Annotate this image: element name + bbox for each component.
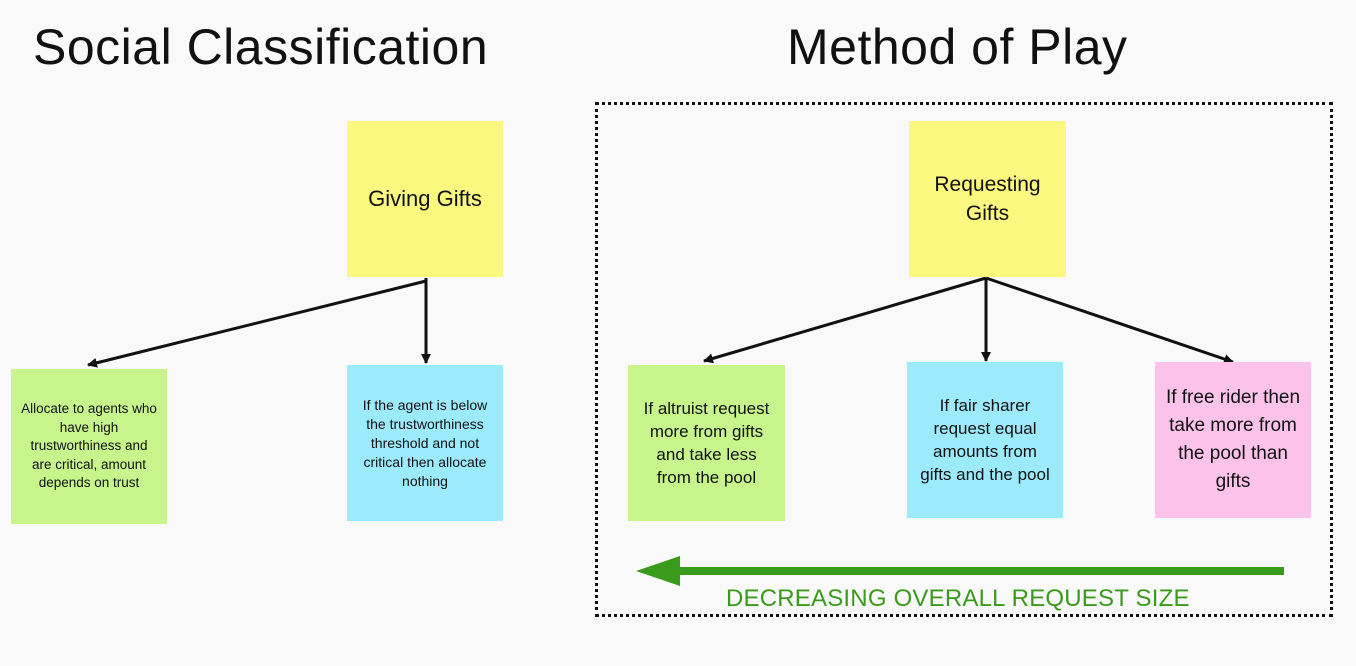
trend-caption: DECREASING OVERALL REQUEST SIZE <box>726 585 1190 612</box>
method-of-play-frame <box>595 102 1333 617</box>
allocate-nothing-note: If the agent is below the trustworthines… <box>347 365 503 521</box>
altruist-note: If altruist request more from gifts and … <box>628 365 785 521</box>
free-rider-label: If free rider then take more from the po… <box>1165 387 1301 492</box>
giving-gifts-label: Giving Gifts <box>368 186 482 211</box>
altruist-label: If altruist request more from gifts and … <box>643 399 770 487</box>
requesting-gifts-note: Requesting Gifts <box>909 121 1066 277</box>
requesting-gifts-label: Requesting Gifts <box>934 173 1041 225</box>
fair-sharer-label: If fair sharer request equal amounts fro… <box>920 396 1050 484</box>
free-rider-note: If free rider then take more from the po… <box>1155 362 1311 518</box>
allocate-trust-label: Allocate to agents who have high trustwo… <box>21 401 157 491</box>
arrow-giving-to-allocate <box>87 279 427 368</box>
social-classification-title: Social Classification <box>33 19 489 75</box>
method-of-play-title: Method of Play <box>787 19 1128 75</box>
giving-stem <box>424 278 428 283</box>
allocate-trust-note: Allocate to agents who have high trustwo… <box>11 369 167 524</box>
allocate-nothing-label: If the agent is below the trustworthines… <box>362 396 488 489</box>
fair-sharer-note: If fair sharer request equal amounts fro… <box>907 362 1063 518</box>
giving-gifts-note: Giving Gifts <box>347 121 503 277</box>
